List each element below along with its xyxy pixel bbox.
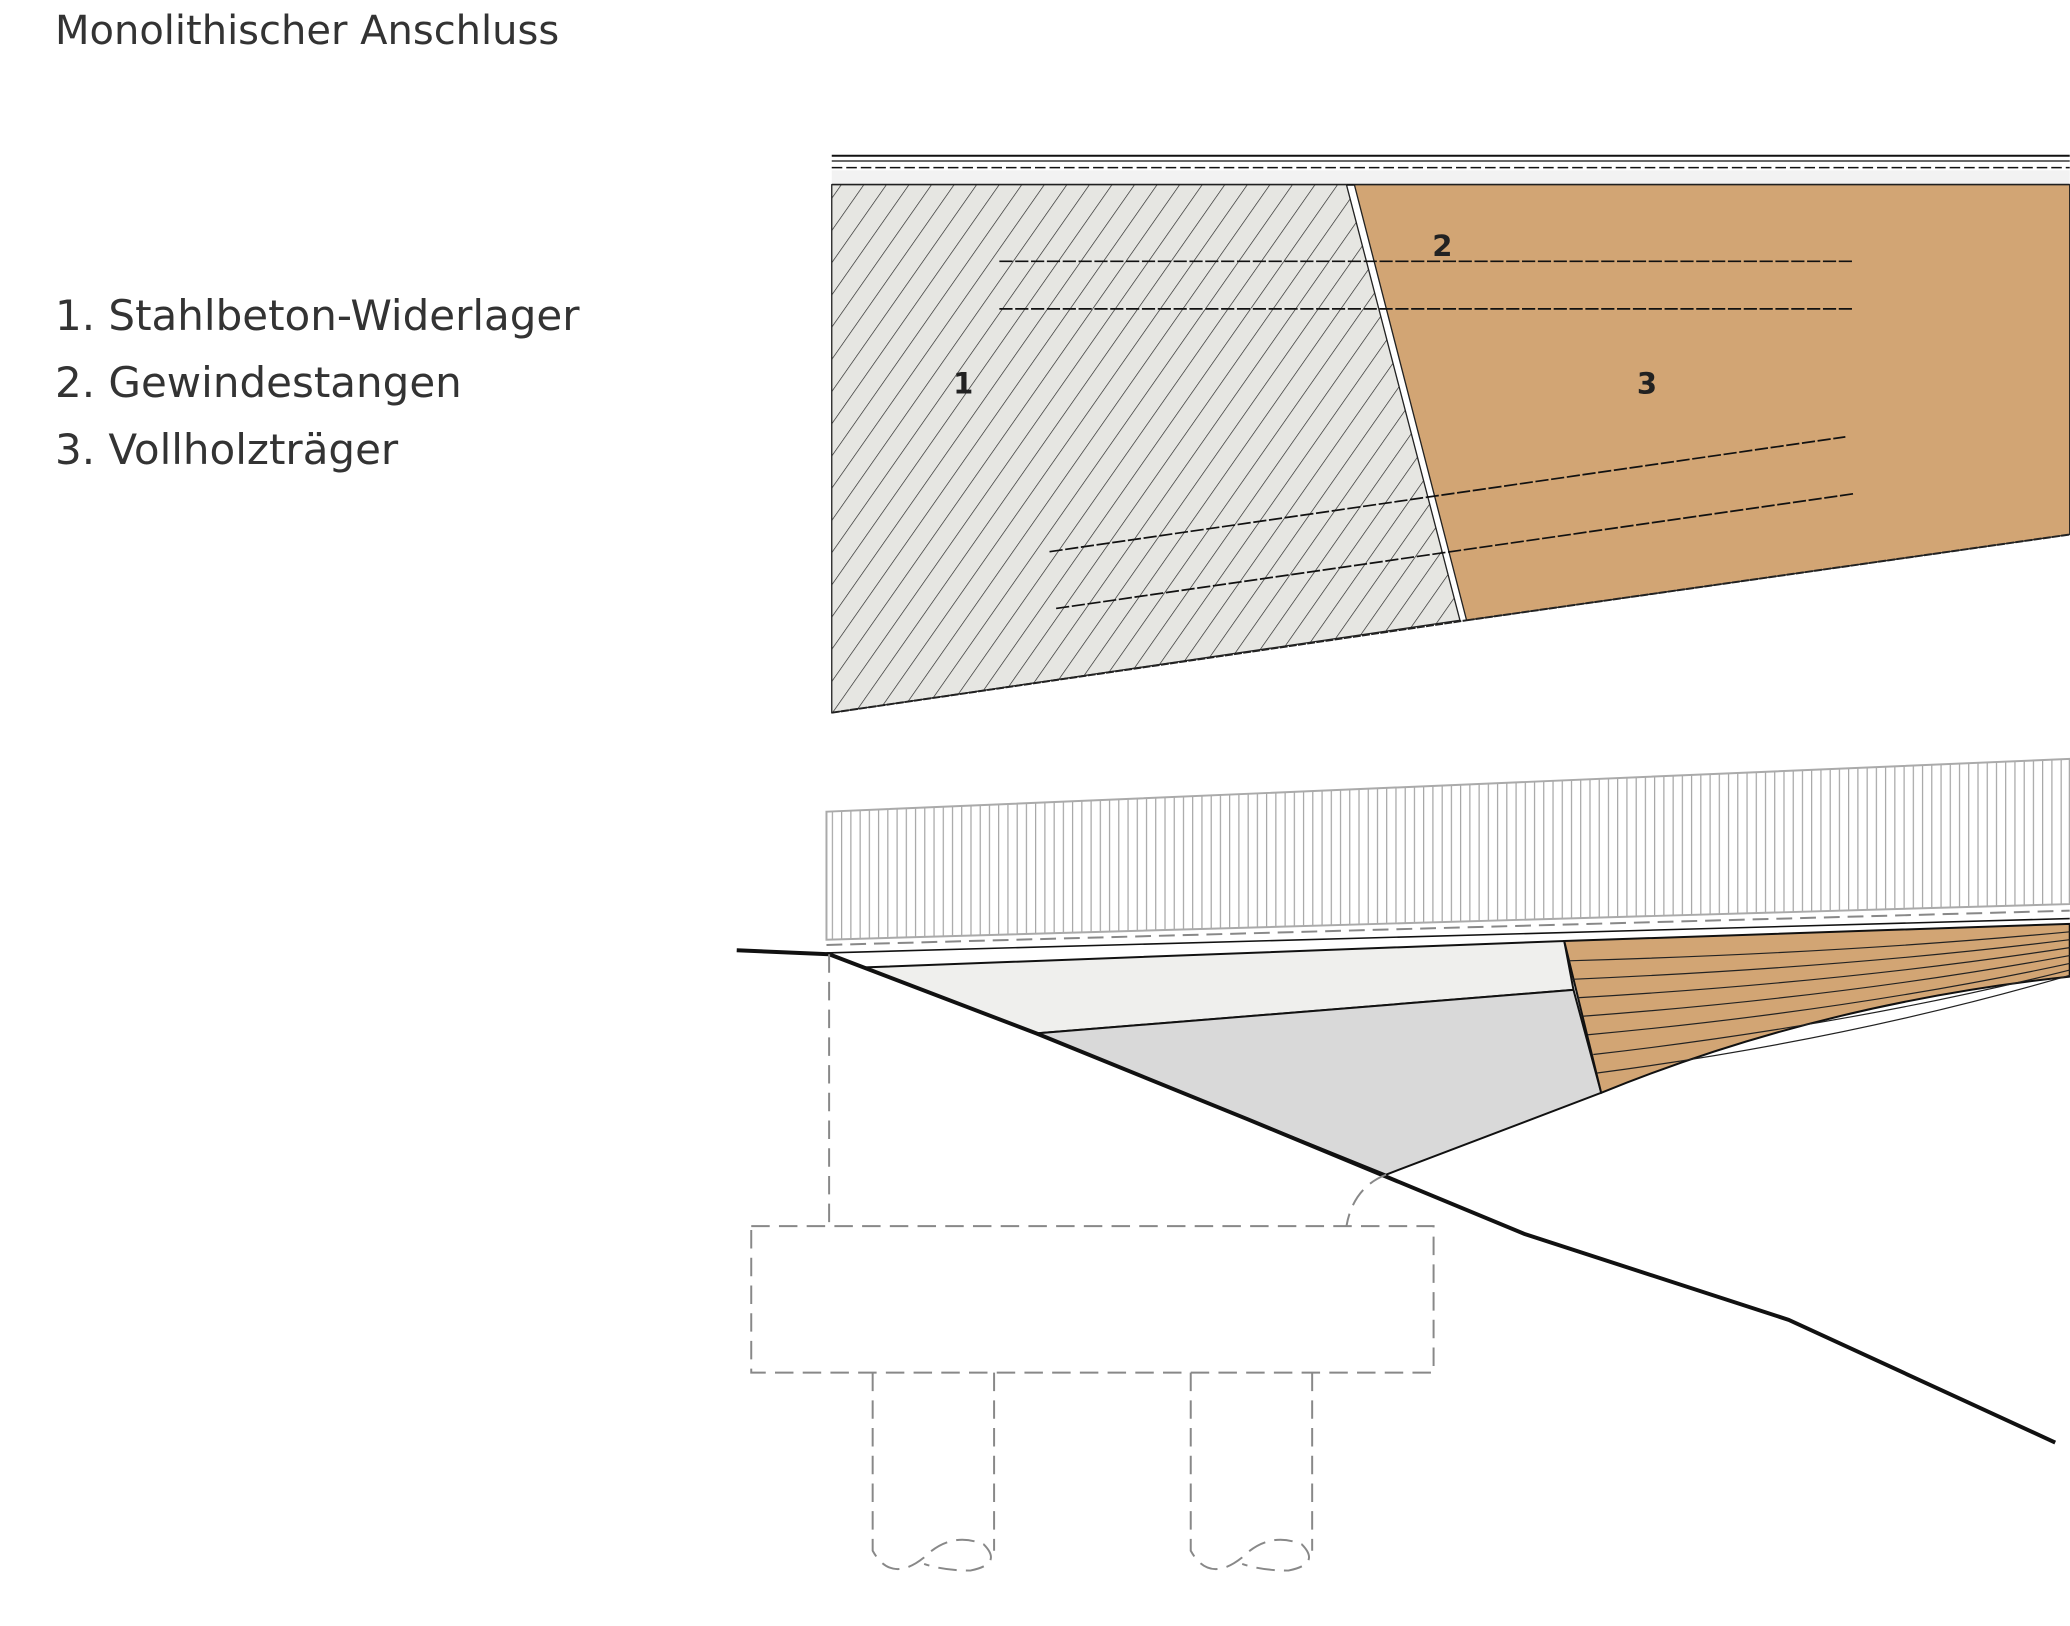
timber-lamellas xyxy=(1568,931,2070,1074)
railing xyxy=(825,757,2070,941)
legend-item-concrete: 1. Stahlbeton-Widerlager xyxy=(55,291,580,340)
page-title: Monolithischer Anschluss xyxy=(55,8,560,54)
footing xyxy=(750,1225,1435,1374)
deck-dashed-line xyxy=(826,909,2070,946)
legend-item-timber: 3. Vollholzträger xyxy=(55,425,399,474)
pile-left xyxy=(871,1372,996,1572)
legend: 1. Stahlbeton-Widerlager 2. Gewindestang… xyxy=(55,282,580,483)
pile-right xyxy=(1189,1372,1314,1572)
section-view: 1 2 3 xyxy=(831,154,2070,714)
foundation-dashed xyxy=(750,954,1435,1572)
label-timber: 3 xyxy=(1637,366,1657,400)
elevation-view xyxy=(736,757,2070,1572)
label-rods: 2 xyxy=(1432,229,1452,263)
threaded-rods xyxy=(999,260,1855,610)
concrete-abutment xyxy=(831,184,1461,714)
label-concrete: 1 xyxy=(953,366,973,400)
timber-beam xyxy=(1353,184,2070,622)
legend-item-rods: 2. Gewindestangen xyxy=(55,358,462,407)
